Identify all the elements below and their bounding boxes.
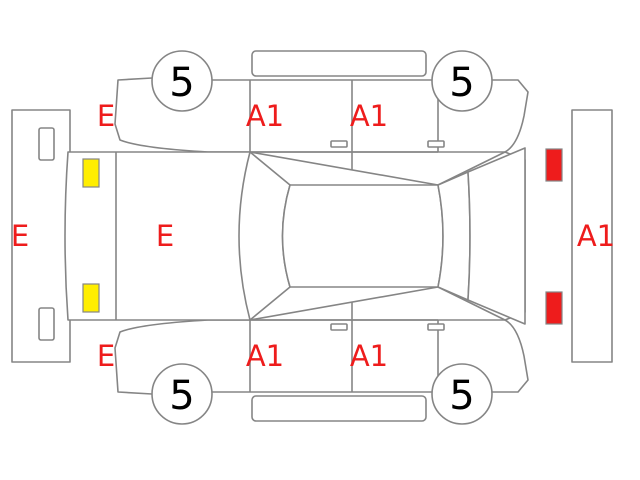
code-front-right-door: A1 <box>246 339 284 373</box>
front-bumper-slot-lower <box>38 307 55 341</box>
tire-grade-front-right: 5 <box>169 373 194 419</box>
right-front-door-handle <box>330 323 348 331</box>
left-front-door-handle <box>330 140 348 148</box>
code-rear-bumper: A1 <box>577 219 615 253</box>
left-rear-door-handle <box>427 140 445 148</box>
trunk-lid <box>467 147 526 325</box>
right-rocker-panel <box>251 395 427 422</box>
left-headlight <box>82 158 100 188</box>
code-front-bumper: E <box>11 219 29 253</box>
rear-window <box>437 171 471 301</box>
front-bumper-panel <box>11 109 71 363</box>
front-left-tire <box>151 50 213 112</box>
front-bumper-slot-upper <box>38 127 55 161</box>
tire-grade-rear-left: 5 <box>449 60 474 106</box>
left-taillight <box>545 148 563 182</box>
rear-bumper-panel <box>571 109 613 363</box>
right-headlight <box>82 283 100 313</box>
right-rear-door-handle <box>427 323 445 331</box>
tire-grade-front-left: 5 <box>169 60 194 106</box>
code-rear-left-door: A1 <box>350 99 388 133</box>
front-right-tire <box>151 363 213 425</box>
roof-panel <box>281 184 444 288</box>
code-hood: E <box>156 219 174 253</box>
rear-left-tire <box>431 50 493 112</box>
left-rocker-panel <box>251 50 427 77</box>
code-front-left-fender: E <box>97 99 115 133</box>
code-front-right-fender: E <box>97 339 115 373</box>
code-front-left-door: A1 <box>246 99 284 133</box>
rear-right-tire <box>431 363 493 425</box>
code-rear-right-door: A1 <box>350 339 388 373</box>
right-taillight <box>545 291 563 325</box>
tire-grade-rear-right: 5 <box>449 373 474 419</box>
